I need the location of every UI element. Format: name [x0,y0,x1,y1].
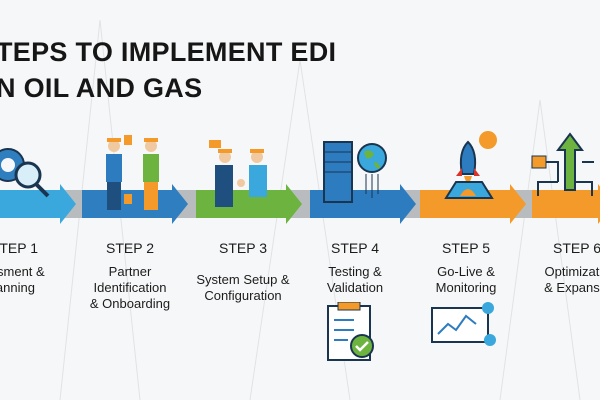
step-3: STEP 3 System Setup & Configuration [188,240,298,304]
step-4: STEP 4 Testing & Validation [300,240,410,296]
step-6: STEP 6 Optimizatio & Expansio [522,240,600,296]
step-description: Testing & Validation [326,264,384,295]
step-label: STEP 2 [106,240,154,256]
growth-arrow-icon [531,132,594,206]
timeline-arrow-4 [310,184,416,224]
gear-magnifier-icon [0,148,50,198]
page-title: TEPS TO IMPLEMENT EDI N OIL AND GAS [0,34,336,106]
step-description: Optimizatio & Expansio [544,264,600,295]
checklist-icon [327,302,374,361]
title-line-1: TEPS TO IMPLEMENT EDI [0,37,337,67]
step-description: Go-Live & Monitoring [435,264,497,295]
handshake-icon [209,140,267,207]
step-label: STEP 3 [219,240,267,256]
step-label: STEP 5 [442,240,490,256]
monitoring-dashboard-icon [431,302,496,346]
handshake-workers-icon [106,135,159,210]
step-label: STEP 4 [331,240,379,256]
step-5: STEP 5 Go-Live & Monitoring [411,240,521,296]
server-globe-icon [323,141,387,203]
step-label: STEP 1 [0,240,38,256]
step-description: System Setup & Configuration [196,272,290,303]
step-1: STEP 1 essment & lanning [0,240,69,296]
step-description: essment & lanning [0,264,45,295]
step-2: STEP 2 Partner Identification & Onboardin… [75,240,185,312]
step-description: Partner Identification & Onboarding [89,264,171,311]
timeline-arrow-3 [196,184,302,224]
step-label: STEP 6 [553,240,600,256]
rocket-icon [444,131,497,199]
title-line-2: N OIL AND GAS [0,73,203,103]
timeline-arrow-1 [0,184,76,224]
